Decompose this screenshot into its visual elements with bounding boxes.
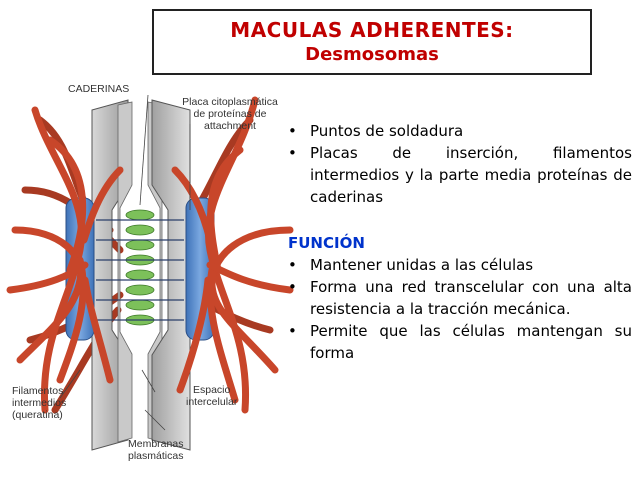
label-filamentos: Filamentos intermedios (queratina) [12, 385, 66, 421]
bullet-list-funcion: Mantener unidas a las células Forma una … [284, 254, 632, 364]
membrane-right [147, 99, 191, 451]
title-subtitle: Desmosomas [305, 44, 439, 65]
cadherins [125, 209, 155, 326]
bullet-item: Placas de inserción, filamentos intermed… [284, 142, 632, 208]
funcion-heading: FUNCIÓN [288, 234, 365, 252]
label-filamentos-line1: Filamentos [12, 385, 64, 397]
content-text: Puntos de soldadura Placas de inserción,… [284, 120, 632, 364]
bullet-item: Puntos de soldadura [284, 120, 632, 142]
bullet-item: Mantener unidas a las células [284, 254, 632, 276]
label-espacio: Espacio intercelular [186, 384, 237, 408]
label-placa: Placa citoplasmática de proteínas de att… [170, 96, 290, 132]
label-placa-line1: Placa citoplasmática [182, 96, 278, 108]
label-filamentos-line2: intermedios [12, 397, 67, 409]
bullet-list-top: Puntos de soldadura Placas de inserción,… [284, 120, 632, 208]
label-placa-line2: de proteínas de [193, 108, 267, 120]
title-box: MACULAS ADHERENTES: Desmosomas [152, 9, 592, 75]
desmosome-diagram: CADERINAS Placa citoplasmática de proteí… [0, 80, 300, 479]
label-espacio-line2: intercelular [186, 396, 238, 408]
bullet-item: Permite que las células mantengan su for… [284, 320, 632, 364]
label-espacio-line1: Espacio [193, 384, 231, 396]
label-membranas-line2: plasmáticas [128, 450, 184, 462]
label-placa-line3: attachment [204, 120, 256, 132]
title-main: MACULAS ADHERENTES: [230, 18, 514, 42]
label-filamentos-line3: (queratina) [12, 409, 63, 421]
desmosome-illustration [6, 94, 294, 451]
label-membranas: Membranas plasmáticas [128, 438, 183, 462]
filaments-front [6, 96, 294, 414]
membrane-left [91, 99, 133, 451]
bullet-item: Forma una red transcelular con una alta … [284, 276, 632, 320]
label-caderinas: CADERINAS [68, 83, 130, 95]
label-membranas-line1: Membranas [128, 438, 184, 450]
